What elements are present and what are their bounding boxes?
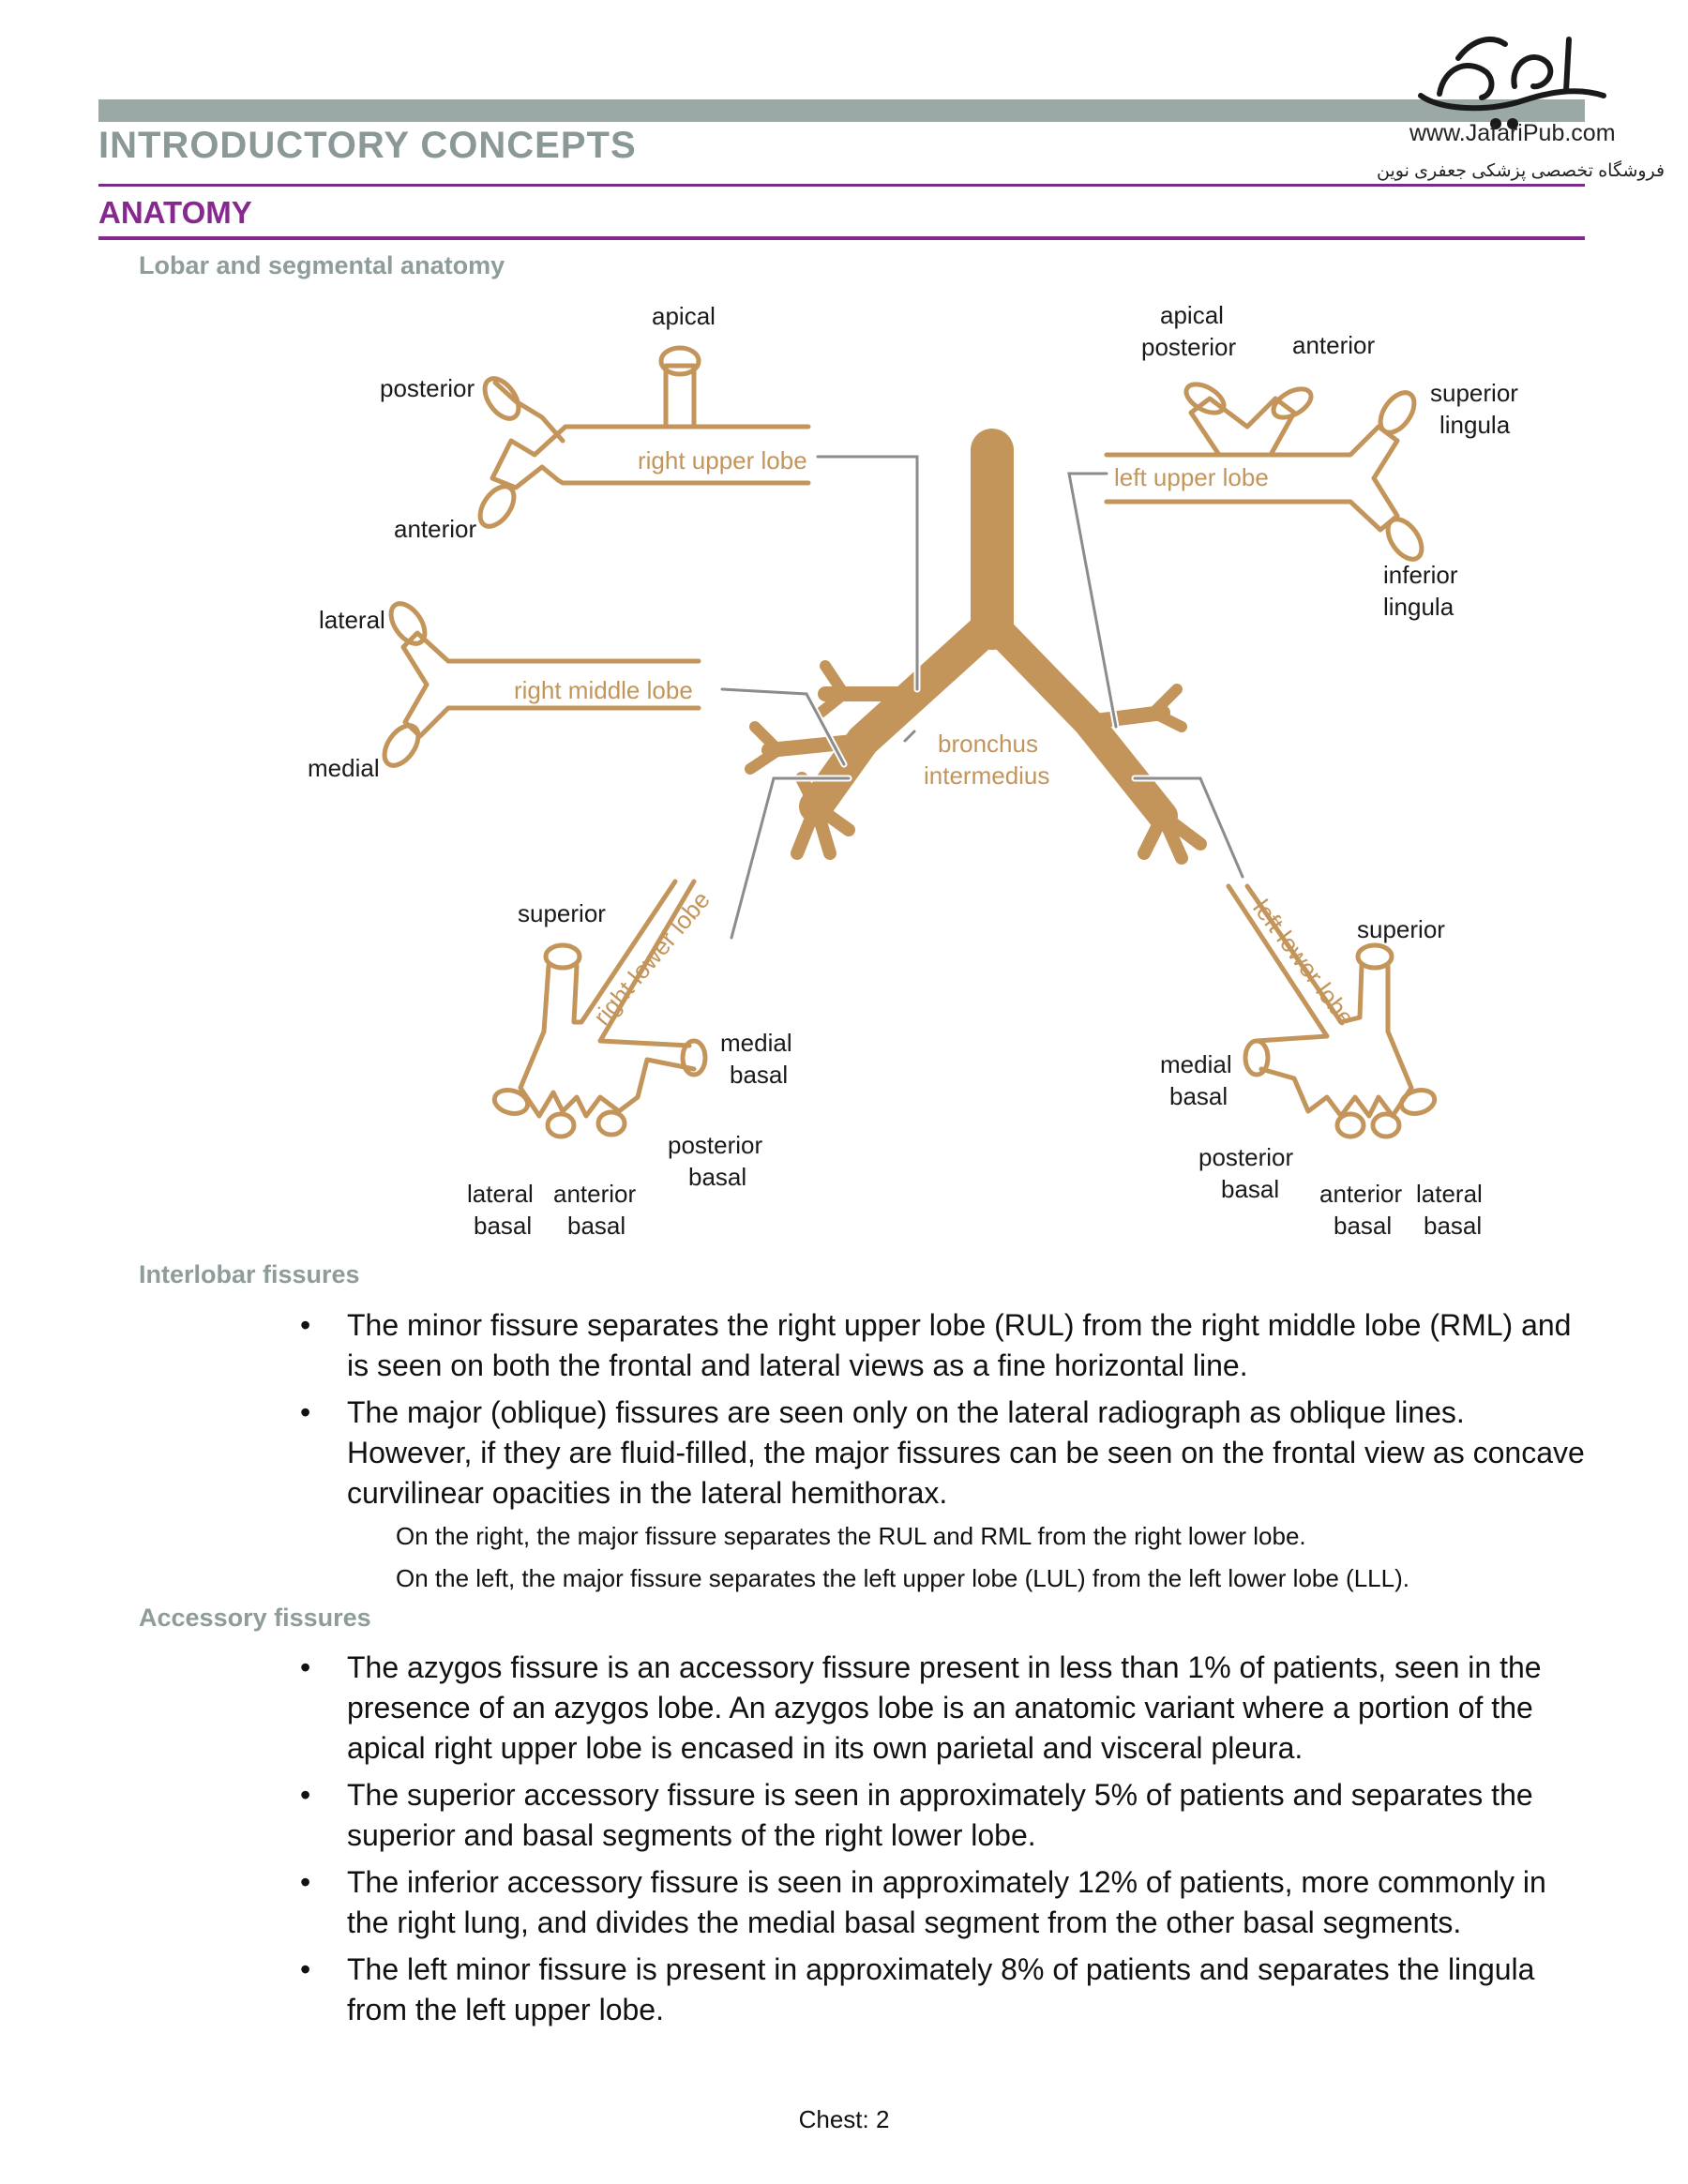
- subhead-interlobar-fissures: Interlobar fissures: [139, 1260, 360, 1288]
- bronchus-intermedius-label-2: intermedius: [924, 761, 1049, 790]
- subhead-accessory-fissures: Accessory fissures: [139, 1604, 371, 1632]
- chapter-title: INTRODUCTORY CONCEPTS: [98, 125, 637, 166]
- rul-apical-label: apical: [652, 302, 716, 330]
- list-item: • The inferior accessory fissure is seen …: [300, 1862, 1594, 1943]
- jafaripub-logo-icon: [1418, 37, 1606, 129]
- rml-medial-label: medial: [308, 754, 380, 782]
- lll-posterior-basal-label-1: posterior: [1198, 1143, 1293, 1171]
- right-middle-lobe-label: right middle lobe: [514, 676, 693, 704]
- bullet-glyph: •: [300, 1952, 311, 1986]
- lul-superior-lingula-label-2: lingula: [1439, 411, 1511, 439]
- section-title: ANATOMY: [98, 195, 252, 230]
- list-item-text: The superior accessory fissure is seen i…: [347, 1778, 1533, 1852]
- list-item-text: The left minor fissure is present in app…: [347, 1952, 1535, 2026]
- left-upper-lobe-label: left upper lobe: [1114, 463, 1269, 491]
- list-item: • The minor fissure separates the right u…: [300, 1305, 1594, 1386]
- header-top-bar: [98, 99, 1585, 122]
- lll-medial-basal-label-1: medial: [1160, 1050, 1232, 1078]
- page-number: Chest: 2: [798, 2105, 890, 2133]
- rll-anterior-basal-label-2: basal: [567, 1212, 625, 1240]
- interlobar-bullet-list: • The minor fissure separates the right u…: [300, 1305, 1594, 1520]
- bronchial-tree-diagram: right upper lobe right middle lobe left …: [308, 301, 1518, 1240]
- subhead-lobar-anatomy: Lobar and segmental anatomy: [139, 251, 505, 279]
- list-item-text: The minor fissure separates the right up…: [347, 1308, 1572, 1382]
- section-divider: [98, 236, 1585, 240]
- list-item: • The left minor fissure is present in ap…: [300, 1950, 1594, 2030]
- rll-lateral-basal-label-1: lateral: [467, 1180, 534, 1208]
- rll-lateral-basal-label-2: basal: [474, 1212, 532, 1240]
- list-item: • The superior accessory fissure is seen …: [300, 1775, 1594, 1856]
- leader-lines: [718, 453, 1246, 941]
- list-item-text: The inferior accessory fissure is seen i…: [347, 1865, 1546, 1939]
- bullet-glyph: •: [300, 1308, 311, 1342]
- logo-url-text: www.JafariPub.com: [1409, 120, 1616, 146]
- list-item: • The major (oblique) fissures are seen o…: [300, 1393, 1594, 1514]
- lll-superior-label: superior: [1357, 915, 1445, 943]
- left-lower-lobe-outline: [1226, 883, 1438, 1139]
- right-middle-lobe-outline: [382, 601, 701, 768]
- list-item-text: The major (oblique) fissures are seen on…: [347, 1395, 1585, 1510]
- right-lower-lobe-outline: [491, 879, 708, 1139]
- title-divider: [98, 184, 1585, 187]
- rml-lateral-label: lateral: [319, 606, 385, 634]
- accessory-bullet-list: • The azygos fissure is an accessory fiss…: [300, 1648, 1594, 2037]
- left-lower-lobe-label: left lower lobe: [1247, 895, 1361, 1032]
- lll-posterior-basal-label-2: basal: [1221, 1175, 1279, 1203]
- lul-anterior-label: anterior: [1292, 331, 1375, 359]
- sub-note-right: On the right, the major fissure separate…: [396, 1522, 1306, 1550]
- rll-posterior-basal-label-2: basal: [688, 1163, 746, 1191]
- lll-anterior-basal-label-2: basal: [1334, 1212, 1392, 1240]
- lll-medial-basal-label-2: basal: [1169, 1082, 1228, 1110]
- lll-lateral-basal-label-2: basal: [1424, 1212, 1482, 1240]
- rll-anterior-basal-label-1: anterior: [553, 1180, 636, 1208]
- lll-lateral-basal-label-1: lateral: [1416, 1180, 1483, 1208]
- bullet-glyph: •: [300, 1778, 311, 1812]
- rul-anterior-label: anterior: [394, 515, 476, 543]
- logo-persian-text: فروشگاه تخصصی پزشکی جعفری نوین: [1377, 161, 1665, 181]
- lul-apical-posterior-label-1: apical: [1160, 301, 1224, 329]
- left-upper-lobe-outline: [1104, 382, 1424, 562]
- rll-medial-basal-label-1: medial: [720, 1029, 792, 1057]
- right-upper-lobe-label: right upper lobe: [638, 446, 807, 474]
- right-upper-lobe-outline: [477, 345, 811, 529]
- bullet-glyph: •: [300, 1395, 311, 1429]
- lul-apical-posterior-label-2: posterior: [1141, 333, 1236, 361]
- bullet-glyph: •: [300, 1650, 311, 1684]
- lll-anterior-basal-label-1: anterior: [1319, 1180, 1402, 1208]
- right-lower-lobe-label: right lower lobe: [588, 886, 716, 1031]
- list-item-text: The azygos fissure is an accessory fissu…: [347, 1650, 1542, 1765]
- rll-superior-label: superior: [518, 899, 606, 927]
- list-item: • The azygos fissure is an accessory fiss…: [300, 1648, 1594, 1769]
- lul-inferior-lingula-label-2: lingula: [1383, 593, 1454, 621]
- lul-superior-lingula-label-1: superior: [1430, 379, 1518, 407]
- bullet-glyph: •: [300, 1865, 311, 1899]
- rll-posterior-basal-label-1: posterior: [668, 1131, 762, 1159]
- bronchus-intermedius-label-1: bronchus: [938, 730, 1038, 758]
- central-bronchus: [745, 429, 1207, 865]
- sub-note-left: On the left, the major fissure separates…: [396, 1564, 1409, 1592]
- rul-posterior-label: posterior: [380, 374, 475, 402]
- rll-medial-basal-label-2: basal: [730, 1061, 788, 1089]
- lul-inferior-lingula-label-1: inferior: [1383, 561, 1458, 589]
